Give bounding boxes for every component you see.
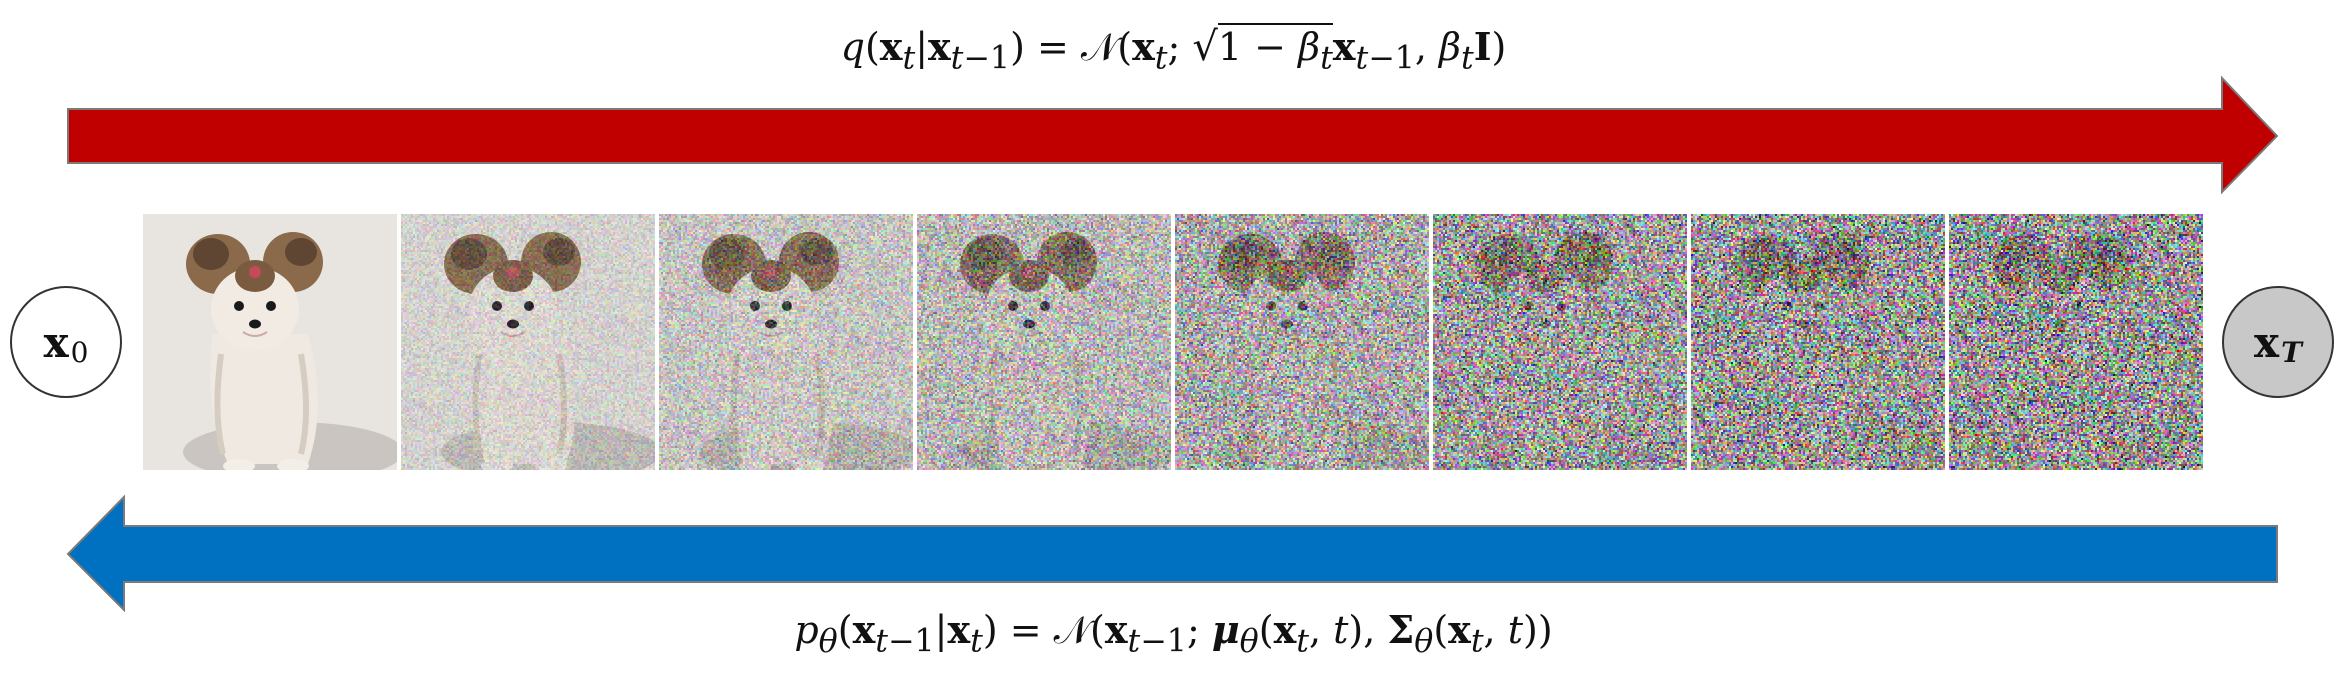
noise-frame-7 [1949, 214, 2203, 470]
noise-frame-2 [659, 214, 913, 470]
end-node-subscript: T [2281, 335, 2302, 369]
end-node-symbol: x [2254, 317, 2280, 367]
noise-overlay [1691, 214, 1945, 470]
start-node-symbol: x [43, 317, 69, 367]
noise-frame-6 [1691, 214, 1945, 470]
dog-image [143, 214, 397, 470]
noise-overlay [1949, 214, 2203, 470]
reverse-arrow-shape [66, 494, 2278, 613]
noise-frame-5 [1433, 214, 1687, 470]
start-node-subscript: 0 [70, 335, 89, 369]
noise-frame-0 [143, 214, 397, 470]
noise-overlay [659, 214, 913, 470]
noise-overlay [401, 214, 655, 470]
noise-image-strip [143, 214, 2203, 470]
noise-frame-1 [401, 214, 655, 470]
noise-frame-3 [917, 214, 1171, 470]
reverse-formula-text: pθ(xt−1|xt) = 𝒩(xt−1; μθ(xt, t), Σθ(xt, … [794, 607, 1553, 660]
noise-overlay [1175, 214, 1429, 470]
noise-frame-4 [1175, 214, 1429, 470]
forward-arrow-shape [67, 75, 2279, 195]
noise-overlay [917, 214, 1171, 470]
noise-overlay [1433, 214, 1687, 470]
forward-formula-text: q(xt|xt−1) = 𝒩(xt; √1 − βtxt−1, βtI) [840, 23, 1507, 77]
forward-process-formula: q(xt|xt−1) = 𝒩(xt; √1 − βtxt−1, βtI) [0, 23, 2347, 77]
reverse-process-formula: pθ(xt−1|xt) = 𝒩(xt−1; μθ(xt, t), Σθ(xt, … [0, 607, 2347, 660]
